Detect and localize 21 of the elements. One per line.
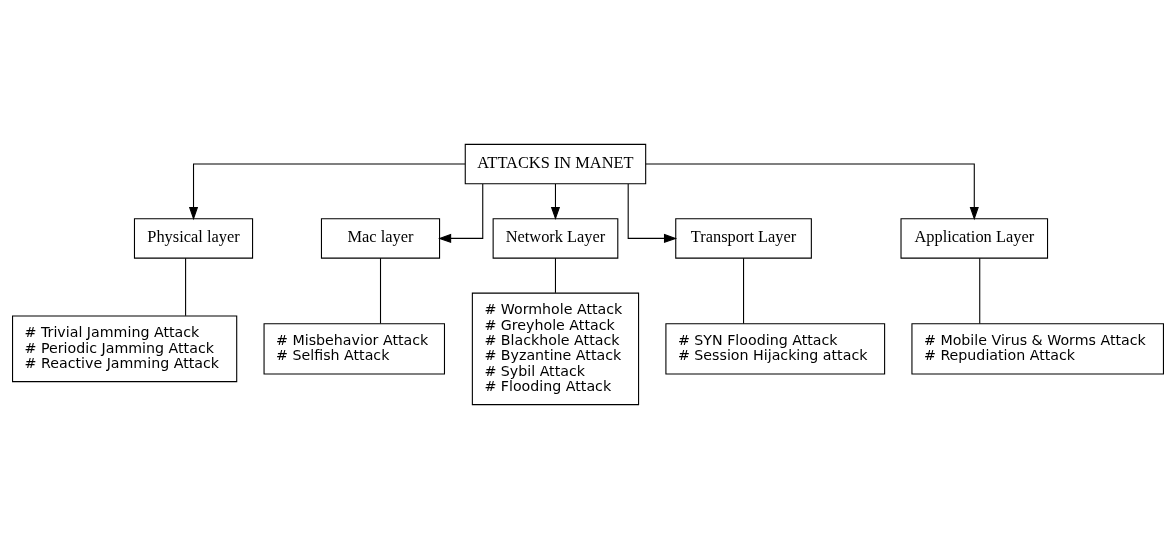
node-box: ATTACKS IN MANET <box>464 143 647 185</box>
arrow <box>645 163 979 221</box>
connector <box>379 257 382 324</box>
node-box: Transport Layer <box>675 218 812 259</box>
arrow <box>627 183 678 243</box>
connector <box>554 257 556 294</box>
node-box: # Wormhole Attack # Greyhole Attack # Blackhole Attack # Byzantine Attack # Sybil Attack # Flooding Attack <box>471 292 640 406</box>
connector <box>743 257 745 324</box>
node-box: Physical layer <box>133 218 254 259</box>
node-box: # SYN Flooding Attack # Session Hijacking attack <box>665 323 886 375</box>
node-box: # Misbehavior Attack # Selfish Attack <box>263 323 446 375</box>
node-box: Application Layer <box>900 218 1049 259</box>
arrow <box>188 163 466 221</box>
node-box: Mac layer <box>320 218 441 259</box>
node-box: # Mobile Virus & Worms Attack # Repudiation Attack <box>911 323 1164 375</box>
node-box: Network Layer <box>492 218 619 259</box>
node-box: # Trivial Jamming Attack # Periodic Jamming Attack # Reactive Jamming Attack <box>12 315 238 383</box>
arrow <box>438 183 484 243</box>
connector <box>185 257 187 317</box>
arrow <box>550 183 561 221</box>
connector <box>979 257 981 324</box>
